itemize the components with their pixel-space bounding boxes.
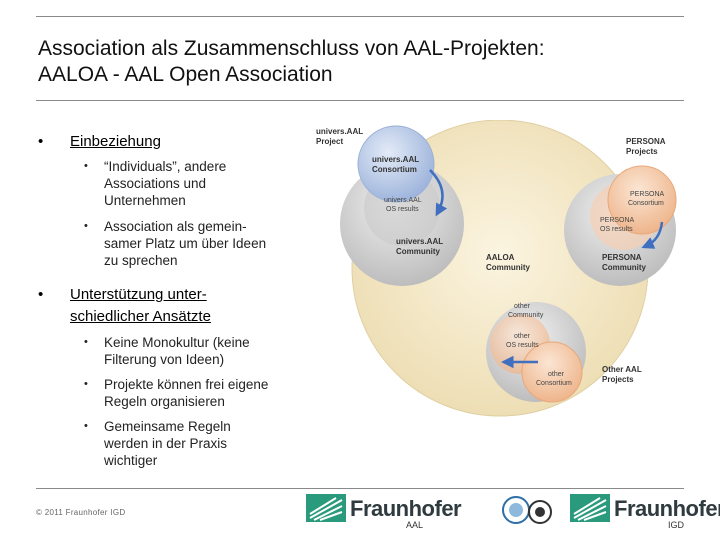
bullet-label-line-2: schiedlicher Ansätzte [70,308,211,325]
bullet-dot: • [38,286,44,303]
fraunhofer-logo-mark-icon [570,494,610,522]
sub-bullet-line: wichtiger [104,453,158,468]
universaal-os-label-1: univers.AAL [384,197,422,204]
universaal-consortium-label-1: univers.AAL [372,155,419,164]
title-underline-rule [36,100,684,101]
aaloa-community-label-1: AALOA [486,253,515,262]
sub-bullet-dot: • [84,336,88,348]
bullet-dot: • [38,133,44,150]
sub-bullet-dot: • [84,160,88,172]
copyright-notice: © 2011 Fraunhofer IGD [36,508,126,517]
other-community-label-1: other [514,303,531,310]
sub-bullet-line: Keine Monokultur (keine [104,335,250,350]
sub-bullet-line: Associations und [104,176,207,191]
sub-bullet-line: Projekte können frei eigene [104,377,269,392]
sub-bullet-dot: • [84,220,88,232]
sub-bullet-line: Association als gemein- [104,219,247,234]
fraunhofer-logo-mark-icon [306,494,346,522]
persona-community-label-1: PERSONA [602,253,642,262]
other-os-label-1: other [514,333,531,340]
bullet-label: Einbeziehung [70,133,161,150]
other-community-label-2: Community [508,312,544,319]
persona-os-label-2: OS results [600,226,633,233]
aaloa-community-label-2: Community [486,263,531,272]
persona-projects-label-2: Projects [626,147,658,156]
sub-bullet-line: Gemeinsame Regeln [104,419,231,434]
fraunhofer-igd-logo: Fraunhofer IGD [570,494,720,530]
fraunhofer-aal-logo: Fraunhofer AAL [306,494,462,530]
universaal-consortium-circle [357,125,435,203]
slide-title: Association als Zusammenschluss von AAL-… [38,36,688,88]
other-consortium-circle [521,341,583,403]
other-consortium-label-2: Consortium [536,380,572,387]
other-os-label-2: OS results [506,342,539,349]
bullet-label-line-1: Unterstützung unter- [70,286,207,303]
sub-bullet-line: Regeln organisieren [104,394,225,409]
sub-bullet-line: Filterung von Ideen) [104,352,225,367]
universaal-project-label-2: Project [316,137,343,146]
top-rule [36,16,684,17]
other-projects-label-2: Projects [602,375,634,384]
fraunhofer-sub-label: AAL [406,520,424,530]
fraunhofer-wordmark: Fraunhofer [614,496,720,521]
other-projects-label-1: Other AAL [602,365,642,374]
persona-os-label-1: PERSONA [600,217,635,224]
footer-rule [36,488,684,489]
sub-bullet-line: “Individuals”, andere [104,159,227,174]
certification-seals-icon [502,496,552,524]
persona-projects-label-1: PERSONA [626,137,666,146]
persona-community-label-2: Community [602,263,647,272]
universaal-community-label-1: univers.AAL [396,237,443,246]
title-line-2: AALOA - AAL Open Association [38,63,333,86]
title-line-1: Association als Zusammenschluss von AAL-… [38,37,545,60]
sub-bullet-line: Unternehmen [104,193,186,208]
persona-arrow [641,221,664,249]
sub-bullet-dot: • [84,420,88,432]
other-consortium-label-1: other [548,371,565,378]
fraunhofer-wordmark: Fraunhofer [350,496,462,521]
universaal-community-label-2: Community [396,247,441,256]
sub-bullet-dot: • [84,378,88,390]
universaal-arrow [429,169,448,217]
universaal-os-label-2: OS results [386,206,419,213]
fraunhofer-sub-label: IGD [668,520,685,530]
persona-consortium-label-2: Consortium [628,200,664,207]
aaloa-community-diagram: univers.AAL Project univers.AAL Consorti… [316,120,677,417]
persona-consortium-label-1: PERSONA [630,191,665,198]
universaal-consortium-label-2: Consortium [372,165,417,174]
sub-bullet-line: werden in der Praxis [104,436,228,451]
persona-consortium-circle [607,165,677,235]
sub-bullet-line: samer Platz um über Ideen [104,236,267,251]
sub-bullet-line: zu sprechen [104,253,178,268]
universaal-project-label-1: univers.AAL [316,127,363,136]
